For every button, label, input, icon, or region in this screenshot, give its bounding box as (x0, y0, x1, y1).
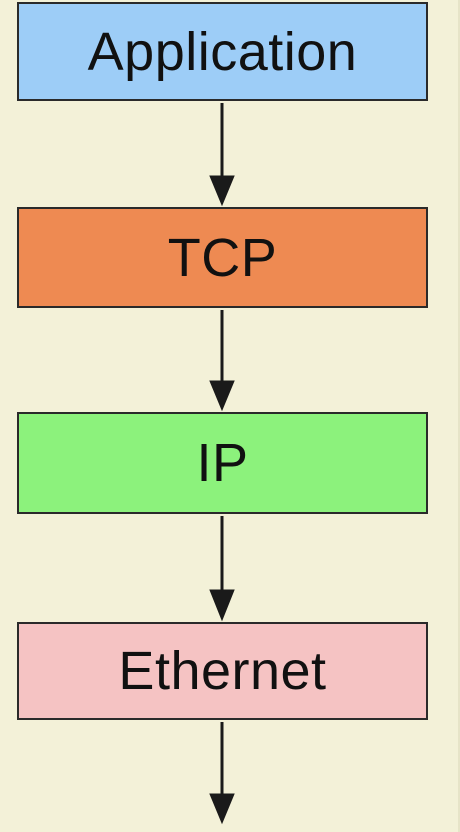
arrow-ethernet-down-head (209, 793, 235, 825)
arrow-tcp-to-ip-head (209, 380, 235, 412)
ip-layer-label: IP (196, 433, 249, 493)
arrow-ip-to-ethernet-head (209, 589, 235, 622)
ethernet-layer-label: Ethernet (118, 641, 327, 701)
ip-layer-box: IP (17, 412, 428, 514)
tcp-layer-label: TCP (167, 227, 278, 288)
application-layer-box: Application (17, 2, 428, 101)
ethernet-layer-box: Ethernet (17, 622, 428, 720)
tcp-layer-box: TCP (17, 207, 428, 308)
application-layer-label: Application (87, 21, 358, 82)
arrow-application-to-tcp-head (209, 175, 235, 207)
